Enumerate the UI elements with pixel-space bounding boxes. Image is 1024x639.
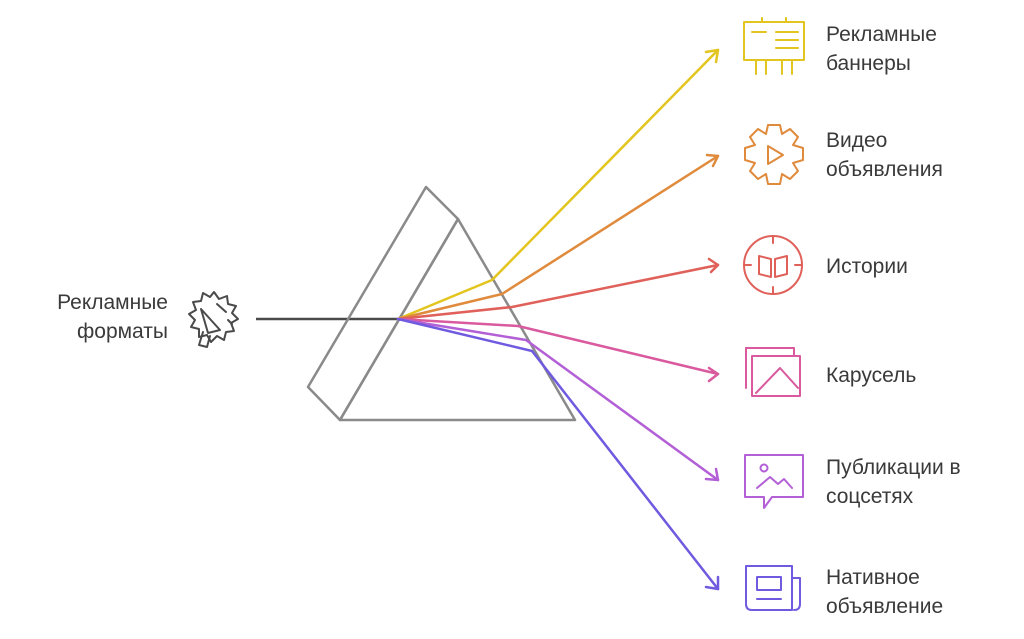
ray-banners <box>396 48 720 321</box>
image-post-icon <box>744 454 804 509</box>
label-stories-line-1: Истории <box>826 255 908 278</box>
newspaper-icon <box>745 565 801 611</box>
label-video-line-2: объявления <box>826 158 943 181</box>
source-label: Рекламные форматы <box>57 288 168 346</box>
label-social-line-1: Публикации в <box>826 456 961 479</box>
label-social: Публикации в соцсетях <box>826 453 961 511</box>
ray-video <box>396 153 720 321</box>
label-banners: Рекламные баннеры <box>826 20 937 78</box>
label-native-line-2: объявление <box>826 595 944 618</box>
source-label-line-1: Рекламные <box>57 291 168 314</box>
label-video-line-1: Видео <box>826 129 888 152</box>
ray-native <box>396 317 720 591</box>
label-native: Нативное объявление <box>826 563 943 621</box>
video-gear-icon <box>744 124 804 185</box>
book-clock-icon <box>743 235 803 295</box>
ray-social <box>396 317 720 482</box>
label-native-line-1: Нативное <box>826 566 920 589</box>
label-carousel: Карусель <box>826 361 916 390</box>
ray-stories <box>396 257 720 321</box>
ray-carousel <box>396 317 720 383</box>
source-label-line-2: форматы <box>76 320 168 343</box>
label-carousel-line-1: Карусель <box>826 364 917 387</box>
label-stories: Истории <box>826 252 908 281</box>
label-banners-line-1: Рекламные <box>826 23 937 46</box>
label-social-line-2: соцсетях <box>826 485 914 508</box>
label-banners-line-2: баннеры <box>826 52 911 75</box>
label-video: Видео объявления <box>826 126 943 184</box>
gallery-icon <box>745 347 801 397</box>
megaphone-icon <box>188 291 239 348</box>
billboard-icon <box>743 17 805 75</box>
